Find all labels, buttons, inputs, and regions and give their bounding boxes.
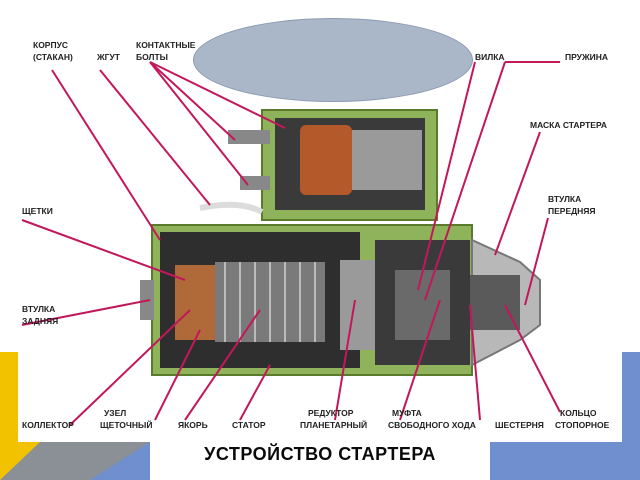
clutch — [395, 270, 450, 340]
pinion-gear — [470, 275, 520, 330]
label-mufta: МУФТА — [392, 408, 422, 418]
label-reduktor-sub: ПЛАНЕТАРНЫЙ — [300, 419, 367, 430]
label-shesternya: ШЕСТЕРНЯ — [495, 420, 544, 430]
commutator — [175, 265, 215, 340]
label-kollektor: КОЛЛЕКТОР — [22, 420, 74, 430]
starter-illustration — [140, 109, 541, 376]
label-kontakt-sub: БОЛТЫ — [136, 52, 168, 62]
label-koltso: КОЛЬЦО — [560, 408, 597, 418]
label-mufta-sub: СВОБОДНОГО ХОДА — [388, 420, 476, 430]
label-stator: СТАТОР — [232, 420, 266, 430]
label-reduktor: РЕДУКТОР — [308, 408, 354, 418]
label-vtulka-zadnyaya: ВТУЛКА — [22, 304, 55, 314]
label-uzel: УЗЕЛ — [104, 408, 126, 418]
title-band — [150, 442, 490, 480]
label-vtulka-perednyaya-sub: ПЕРЕДНЯЯ — [548, 206, 596, 216]
slide-title: УСТРОЙСТВО СТАРТЕРА — [204, 444, 436, 464]
label-pruzhina: ПРУЖИНА — [565, 52, 608, 62]
label-kontakt: КОНТАКТНЫЕ — [136, 40, 196, 50]
label-koltso-sub: СТОПОРНОЕ — [555, 420, 610, 430]
label-maska: МАСКА СТАРТЕРА — [530, 120, 607, 130]
harness-wire — [199, 201, 264, 215]
label-vtulka-perednyaya: ВТУЛКА — [548, 194, 581, 204]
solenoid-plunger — [352, 130, 422, 190]
yellow-corner-accent — [0, 352, 18, 442]
title-placeholder-oval — [193, 18, 473, 102]
label-vilka: ВИЛКА — [475, 52, 505, 62]
leader-lines — [21, 61, 561, 426]
label-yakor: ЯКОРЬ — [178, 420, 208, 430]
starter-diagram: КОРПУС (СТАКАН) ЖГУТ КОНТАКТНЫЕ БОЛТЫ ВИ… — [21, 40, 610, 430]
label-korpus: КОРПУС — [33, 40, 68, 50]
label-shchetki: ЩЕТКИ — [22, 206, 53, 216]
label-uzel-sub: ЩЕТОЧНЫЙ — [100, 419, 152, 430]
solenoid-coil — [300, 125, 352, 195]
contact-bolt-lower — [240, 176, 270, 190]
blue-corner-accent — [622, 352, 640, 442]
contact-bolt-upper — [228, 130, 270, 144]
planetary-gear — [340, 260, 375, 350]
label-korpus-sub: (СТАКАН) — [33, 52, 73, 62]
armature-windings — [224, 262, 316, 342]
label-vtulka-zadnyaya-sub: ЗАДНЯЯ — [22, 316, 58, 326]
label-zhgut: ЖГУТ — [96, 52, 121, 62]
